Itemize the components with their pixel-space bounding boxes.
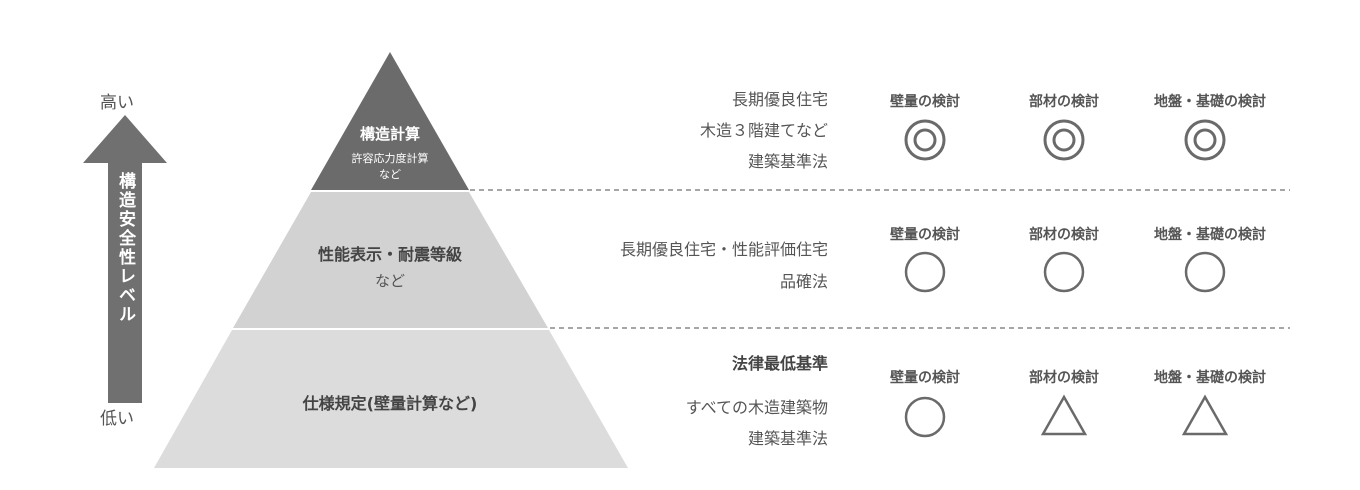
tier3-line2: すべての木造建築物	[685, 398, 828, 417]
pyramid-top-main: 構造計算	[359, 125, 420, 143]
tier2-check-member-label: 部材の検討	[1029, 227, 1099, 243]
scale-arrow-label: 構造安全性レベル	[115, 172, 135, 324]
tier3-line1: 法律最低基準	[731, 354, 828, 373]
pyramid-top-tier	[311, 52, 469, 190]
tier1-member-double-circle-icon	[1043, 119, 1085, 161]
tier2-line2: 品確法	[779, 272, 828, 291]
tier3-check-wall-label: 壁量の検討	[890, 370, 960, 386]
pyramid-top-sub2: など	[379, 168, 401, 181]
tier1-line1: 長期優良住宅	[731, 90, 828, 109]
tier3-foundation-triangle-icon	[1181, 394, 1229, 436]
pyramid-bottom-main: 仕様規定(壁量計算など)	[302, 394, 478, 413]
tier2-wall-circle-icon	[904, 251, 946, 293]
tier3-check-member-label: 部材の検討	[1029, 370, 1099, 386]
tier1-check-member-label: 部材の検討	[1029, 94, 1099, 110]
tier2-check-wall-label: 壁量の検討	[890, 227, 960, 243]
scale-high-label: 高い	[100, 93, 134, 113]
tier2-member-circle-icon	[1043, 251, 1085, 293]
tier2-check-foundation-label: 地盤・基礎の検討	[1154, 227, 1266, 243]
tier3-line3: 建築基準法	[747, 429, 828, 448]
tier3-wall-circle-icon	[904, 396, 946, 438]
tier1-check-foundation-label: 地盤・基礎の検討	[1154, 94, 1266, 110]
tier3-check-foundation-label: 地盤・基礎の検討	[1154, 370, 1266, 386]
scale-low-label: 低い	[100, 409, 134, 429]
pyramid-bottom-tier	[154, 330, 628, 468]
tier2-line1: 長期優良住宅・性能評価住宅	[619, 240, 828, 259]
tier1-foundation-double-circle-icon	[1184, 119, 1226, 161]
tier2-foundation-circle-icon	[1184, 251, 1226, 293]
tier1-line2: 木造３階建てなど	[699, 121, 828, 140]
tier1-check-wall-label: 壁量の検討	[890, 94, 960, 110]
tier1-wall-double-circle-icon	[904, 119, 946, 161]
tier3-member-triangle-icon	[1040, 394, 1088, 436]
pyramid-middle-main: 性能表示・耐震等級	[317, 245, 462, 264]
pyramid-middle-sub: など	[374, 272, 405, 290]
tier1-line3: 建築基準法	[747, 152, 828, 171]
pyramid-top-sub1: 許容応力度計算	[351, 152, 429, 165]
scale-arrow	[83, 115, 167, 403]
pyramid-middle-tier	[233, 192, 548, 328]
